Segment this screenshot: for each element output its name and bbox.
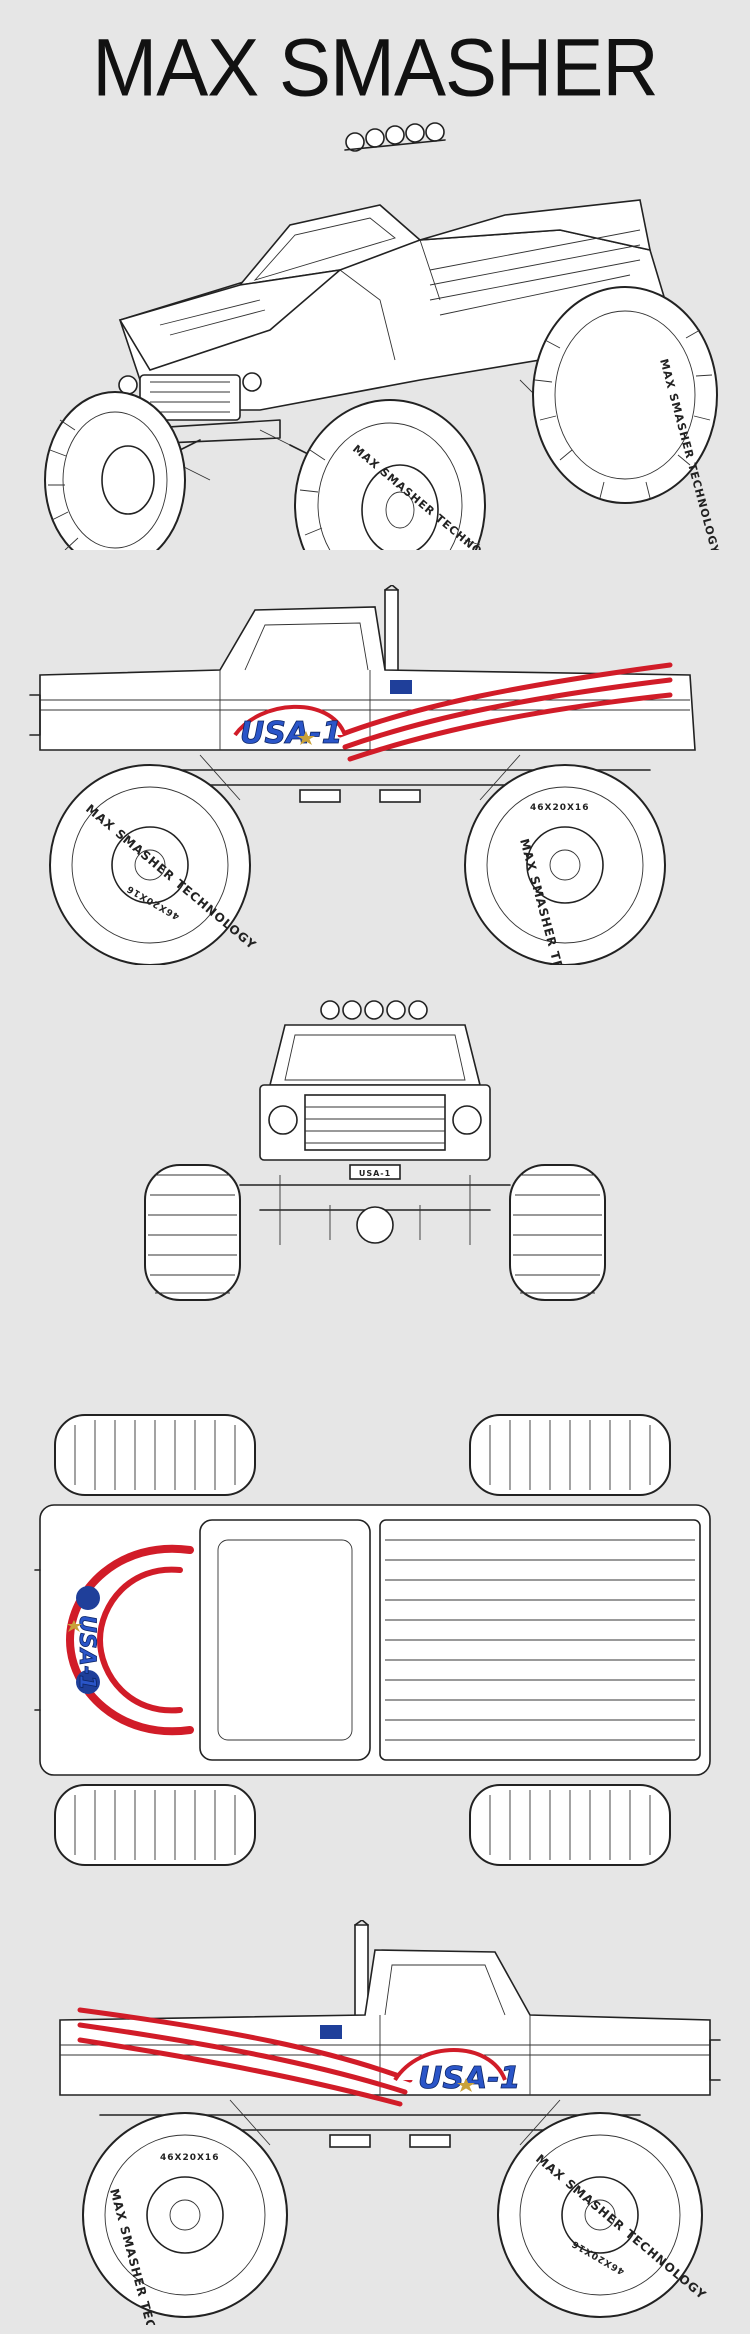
left-side-drawing: USA-1 MAX SMASHER TECHNOLOGY 46X20X16 bbox=[29, 585, 696, 965]
flag-stripes bbox=[337, 662, 673, 762]
top-drawing: USA-1 bbox=[34, 1414, 711, 1866]
front-right-tire-front-view bbox=[509, 1164, 606, 1301]
front-plate-text: USA-1 bbox=[359, 1169, 391, 1178]
front-left-tire bbox=[44, 391, 186, 550]
front-wheel-right-view: MAX SMASHER TECHNOLOGY 46X20X16 bbox=[497, 2112, 709, 2318]
top-tires bbox=[54, 1414, 671, 1866]
right-side-drawing: USA-1 46X20X16 MAX SMASHER TECHNOLOGY bbox=[59, 1920, 721, 2325]
tire-size-text-right-rear: 46X20X16 bbox=[160, 2153, 219, 2163]
front-right-tire: MAX SMASHER TECHNOLOGY bbox=[294, 399, 513, 550]
roof-light-bar bbox=[344, 122, 446, 152]
front-drawing: USA-1 bbox=[144, 1000, 606, 1301]
front-view: USA-1 bbox=[0, 995, 750, 1305]
usa-1-decal: USA-1 bbox=[233, 704, 347, 751]
left-side-view: USA-1 MAX SMASHER TECHNOLOGY 46X20X16 bbox=[0, 585, 750, 965]
usa-1-decal-right: USA-1 bbox=[393, 2048, 521, 2096]
decal-text-right: USA-1 bbox=[418, 2061, 521, 2096]
hood-usa-decal: USA-1 bbox=[65, 1544, 194, 1736]
top-view: USA-1 bbox=[0, 1410, 750, 1870]
perspective-view: MAX SMASHER TECHNOLOGY MAX SMASHER TECHN… bbox=[0, 120, 750, 550]
hood-decal-text: USA-1 bbox=[74, 1615, 99, 1690]
front-wheel-left-view: MAX SMASHER TECHNOLOGY 46X20X16 bbox=[49, 764, 259, 965]
decal-text: USA-1 bbox=[240, 716, 343, 751]
rear-wheel-right-view: 46X20X16 MAX SMASHER TECHNOLOGY bbox=[82, 2112, 288, 2325]
front-left-tire-front-view bbox=[144, 1164, 241, 1301]
perspective-drawing: MAX SMASHER TECHNOLOGY MAX SMASHER TECHN… bbox=[44, 122, 722, 550]
flag-stripes-right bbox=[77, 2007, 413, 2107]
poster-title: MAX SMASHER bbox=[92, 20, 658, 114]
tire-size-text-left-rear: 46X20X16 bbox=[530, 803, 589, 813]
rear-right-tire: MAX SMASHER TECHNOLOGY bbox=[532, 286, 722, 550]
rear-wheel-left-view: 46X20X16 MAX SMASHER TECHNOLOGY bbox=[464, 764, 666, 965]
front-plate bbox=[349, 1164, 401, 1180]
front-light-bar bbox=[320, 1000, 428, 1020]
right-side-view: USA-1 46X20X16 MAX SMASHER TECHNOLOGY bbox=[0, 1920, 750, 2325]
